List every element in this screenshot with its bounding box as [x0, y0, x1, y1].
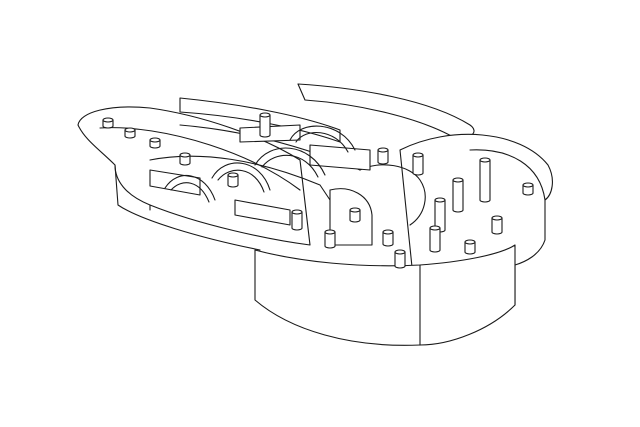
post: [124, 127, 136, 139]
post: [259, 112, 271, 138]
post: [452, 177, 464, 213]
post: [429, 225, 441, 253]
post: [149, 137, 161, 149]
post: [382, 229, 394, 247]
post: [377, 147, 389, 165]
post: [464, 239, 476, 255]
post: [102, 117, 114, 129]
posts: [102, 112, 534, 269]
post: [324, 229, 336, 249]
post: [291, 209, 303, 231]
post: [412, 152, 424, 176]
post: [179, 152, 191, 166]
post: [491, 215, 503, 235]
inner-channels: [149, 124, 426, 246]
post: [349, 207, 361, 223]
post: [522, 182, 534, 196]
post: [479, 157, 491, 203]
arches: [164, 125, 356, 203]
post: [394, 249, 406, 269]
front-slab: [254, 244, 516, 346]
post: [227, 172, 239, 188]
